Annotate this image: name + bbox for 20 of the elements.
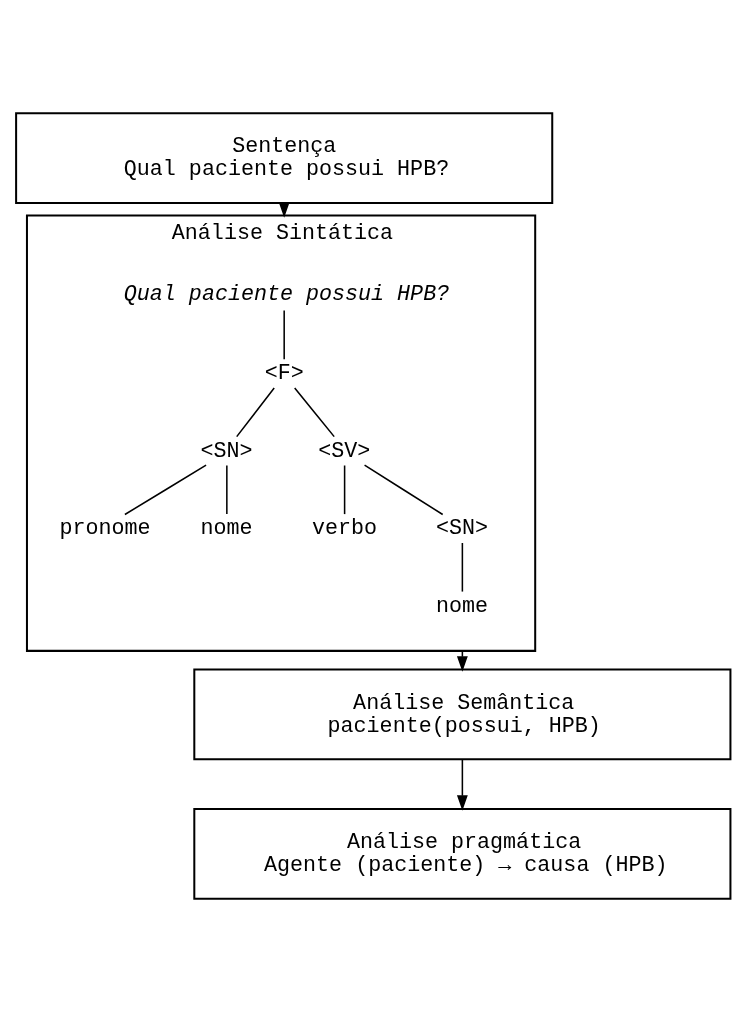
connector	[461, 542, 464, 593]
node-text: <SN>	[436, 516, 489, 542]
node-text: <SV>	[318, 438, 371, 464]
connector	[363, 464, 444, 516]
connector	[343, 464, 346, 515]
node-text: nome	[436, 593, 489, 619]
node-box: Análise pragmática Agente (paciente) → causa (HPB)	[193, 807, 732, 900]
connector	[235, 387, 275, 438]
node-text: nome	[200, 516, 253, 542]
node-text: <F>	[264, 361, 304, 387]
arrow	[456, 759, 468, 811]
connector	[293, 387, 335, 438]
node-text: Qual paciente possui HPB?	[123, 282, 450, 308]
node-text: <SN>	[200, 438, 253, 464]
node-box: Análise Semântica paciente(possui, HPB)	[193, 668, 732, 761]
connector	[283, 309, 285, 360]
node-text: pronome	[59, 516, 151, 542]
connector	[124, 464, 207, 516]
connector	[226, 464, 228, 515]
node-text: verbo	[312, 516, 378, 542]
